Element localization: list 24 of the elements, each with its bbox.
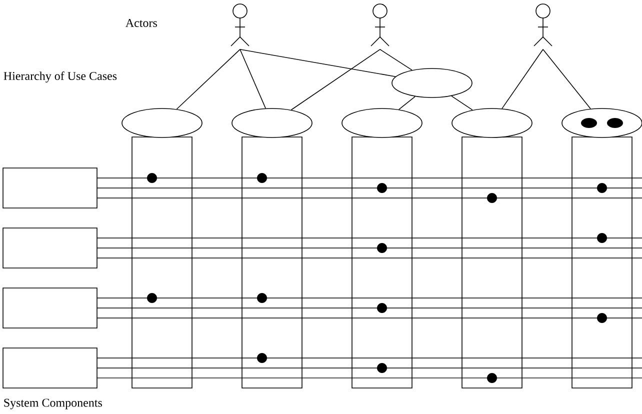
use-case-ellipse (452, 108, 532, 138)
connector-line (542, 49, 591, 110)
component-box (2, 288, 98, 328)
component-box (2, 348, 98, 388)
actor-figure (370, 4, 390, 46)
connector-line (380, 49, 412, 70)
connector-line (451, 96, 473, 110)
connector-line (290, 49, 380, 110)
connector-line (240, 49, 266, 109)
use-case-ellipse (392, 68, 472, 98)
connector-line (176, 49, 240, 110)
section-label: Actors (126, 18, 157, 27)
use-case-ellipse (232, 108, 312, 138)
section-label: Hierarchy of Use Cases (4, 71, 117, 83)
use-case-ellipse (342, 108, 422, 138)
use-case-ellipse (562, 108, 642, 138)
connector-line (240, 49, 396, 77)
component-box (2, 168, 98, 208)
component-box (2, 228, 98, 268)
actor-figure (230, 4, 250, 46)
connector-line (398, 96, 416, 110)
actor-figure (534, 4, 552, 46)
use-case-ellipse (122, 108, 202, 138)
connector-line (502, 49, 544, 109)
